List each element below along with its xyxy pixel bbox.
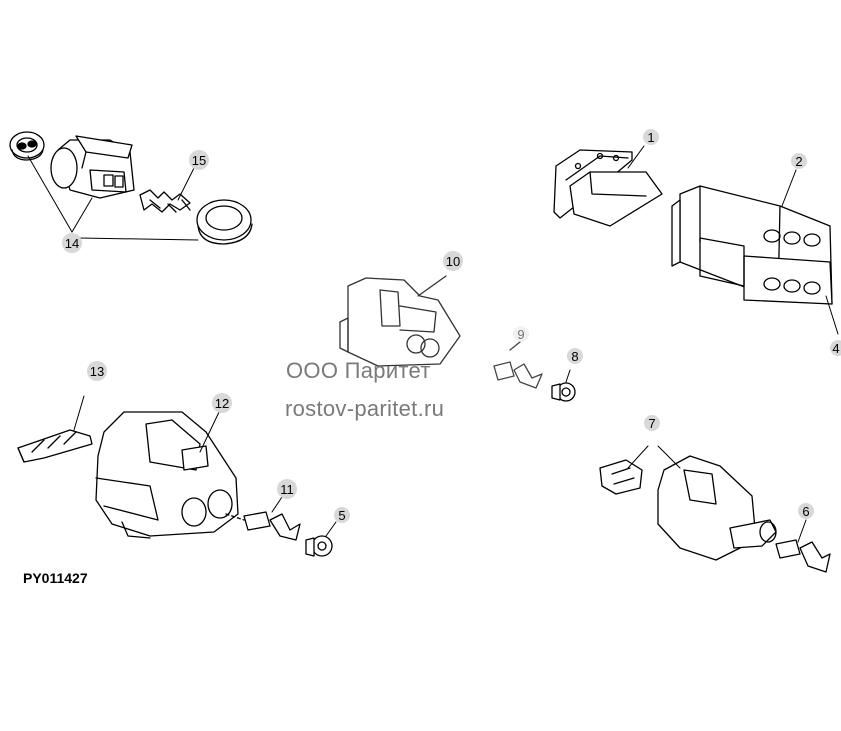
callout-15: 15 bbox=[189, 150, 209, 170]
part-14-connector-housing bbox=[50, 135, 135, 199]
callout-group: 1 2 4 5 6 7 8 9 10 11 12 13 14 15 bbox=[62, 129, 841, 523]
part-10-connector bbox=[339, 275, 461, 367]
callout-5: 5 bbox=[334, 507, 350, 523]
part-1-flange-seal bbox=[553, 149, 663, 227]
part-5-seal-plug bbox=[305, 521, 337, 557]
callout-7: 7 bbox=[644, 415, 660, 431]
watermark-company: ООО Паритет bbox=[286, 358, 431, 383]
callout-4: 4 bbox=[830, 340, 841, 356]
part-13-lock-clip bbox=[17, 395, 93, 463]
reference-code: PY011427 bbox=[23, 570, 88, 586]
part-6-terminal bbox=[775, 519, 831, 573]
svg-text:12: 12 bbox=[215, 396, 229, 411]
svg-text:15: 15 bbox=[192, 153, 206, 168]
callout-1: 1 bbox=[643, 129, 659, 145]
callout-13: 13 bbox=[87, 361, 107, 381]
svg-text:4: 4 bbox=[832, 341, 839, 356]
svg-text:1: 1 bbox=[647, 130, 654, 145]
watermark-website: rostov-paritet.ru bbox=[285, 396, 445, 421]
leader-lines-1-2-4 bbox=[627, 145, 839, 335]
part-9-terminal bbox=[493, 341, 543, 389]
svg-text:13: 13 bbox=[90, 364, 104, 379]
svg-text:10: 10 bbox=[446, 254, 460, 269]
part-2-connector-body bbox=[671, 185, 833, 305]
svg-text:7: 7 bbox=[648, 416, 655, 431]
svg-text:2: 2 bbox=[795, 154, 802, 169]
part-7-connector-housing bbox=[627, 445, 777, 561]
svg-text:6: 6 bbox=[802, 504, 809, 519]
svg-text:11: 11 bbox=[280, 482, 294, 497]
part-15-terminal-strip bbox=[139, 189, 191, 213]
callout-8: 8 bbox=[567, 348, 583, 364]
svg-text:8: 8 bbox=[571, 349, 578, 364]
svg-text:5: 5 bbox=[338, 508, 345, 523]
svg-text:9: 9 bbox=[517, 327, 524, 342]
callout-11: 11 bbox=[277, 479, 297, 499]
part-7-lock-clip bbox=[599, 459, 643, 495]
callout-14: 14 bbox=[62, 233, 82, 253]
part-8-seal-plug bbox=[551, 369, 576, 402]
callout-6: 6 bbox=[798, 503, 814, 519]
callout-10: 10 bbox=[443, 251, 463, 271]
part-14-seal-ring bbox=[196, 199, 253, 245]
callout-2: 2 bbox=[791, 153, 807, 169]
part-12-connector-housing bbox=[95, 409, 239, 539]
callout-9: 9 bbox=[513, 326, 529, 342]
callout-12: 12 bbox=[212, 393, 232, 413]
svg-text:14: 14 bbox=[65, 236, 79, 251]
part-14-seal-small bbox=[9, 131, 45, 161]
part-11-terminal bbox=[225, 493, 301, 541]
